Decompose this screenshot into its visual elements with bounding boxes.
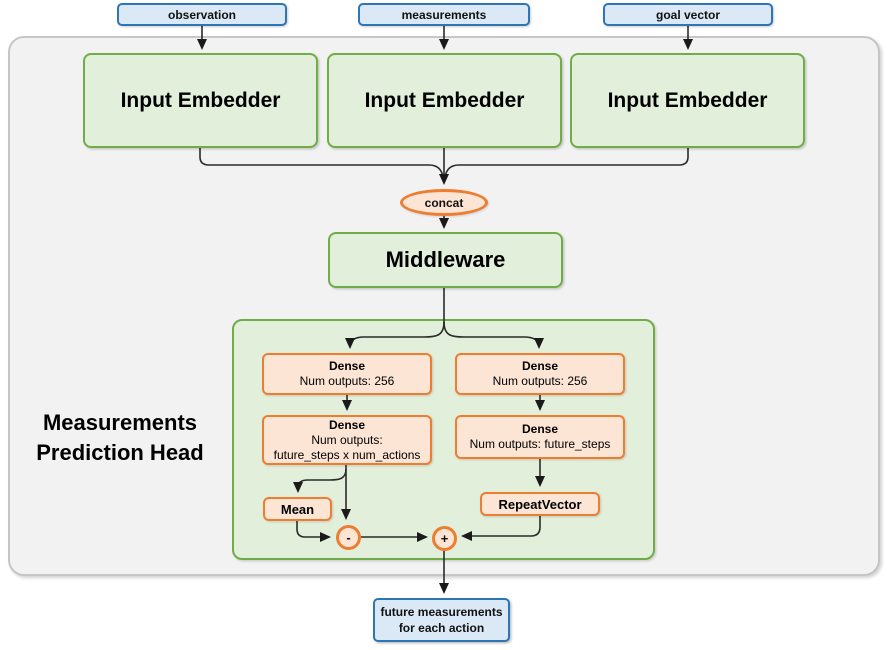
input-embedder-box-2: Input Embedder [327, 53, 562, 148]
prediction-head-title: Measurements Prediction Head [14, 408, 226, 468]
output-box: future measurements for each action [373, 598, 510, 642]
dense-box-left-2: Dense Num outputs: future_steps x num_ac… [262, 415, 432, 465]
dense-left-1-outputs: Num outputs: 256 [299, 374, 395, 388]
middleware-box: Middleware [328, 232, 563, 288]
dense-right-1-title: Dense [521, 359, 559, 373]
dense-box-right-2: Dense Num outputs: future_steps [455, 415, 625, 459]
dense-left-2-outputs-value: future_steps x num_actions [273, 447, 421, 462]
minus-node: - [336, 525, 361, 550]
mean-box: Mean [263, 497, 332, 521]
dense-right-2-outputs: Num outputs: future_steps [469, 437, 611, 451]
dense-left-2-outputs: Num outputs: [311, 432, 383, 447]
dense-left-2-title: Dense [328, 417, 366, 432]
plus-node: + [432, 526, 457, 551]
prediction-head-title-line2: Prediction Head [36, 440, 204, 465]
input-label-observation: observation [117, 3, 287, 26]
input-embedder-box-1: Input Embedder [83, 53, 318, 148]
dense-right-1-outputs: Num outputs: 256 [492, 374, 588, 388]
dense-right-2-title: Dense [521, 422, 559, 436]
output-line1: future measurements [380, 605, 503, 619]
input-label-measurements: measurements [358, 3, 530, 26]
output-line2: for each action [398, 621, 485, 635]
concat-node: concat [400, 189, 488, 216]
dense-left-1-title: Dense [328, 359, 366, 373]
dense-box-left-1: Dense Num outputs: 256 [262, 353, 432, 395]
input-embedder-box-3: Input Embedder [570, 53, 805, 148]
repeat-vector-box: RepeatVector [480, 492, 600, 516]
prediction-head-title-line1: Measurements [42, 410, 198, 435]
dense-box-right-1: Dense Num outputs: 256 [455, 353, 625, 395]
input-label-goal-vector: goal vector [603, 3, 773, 26]
